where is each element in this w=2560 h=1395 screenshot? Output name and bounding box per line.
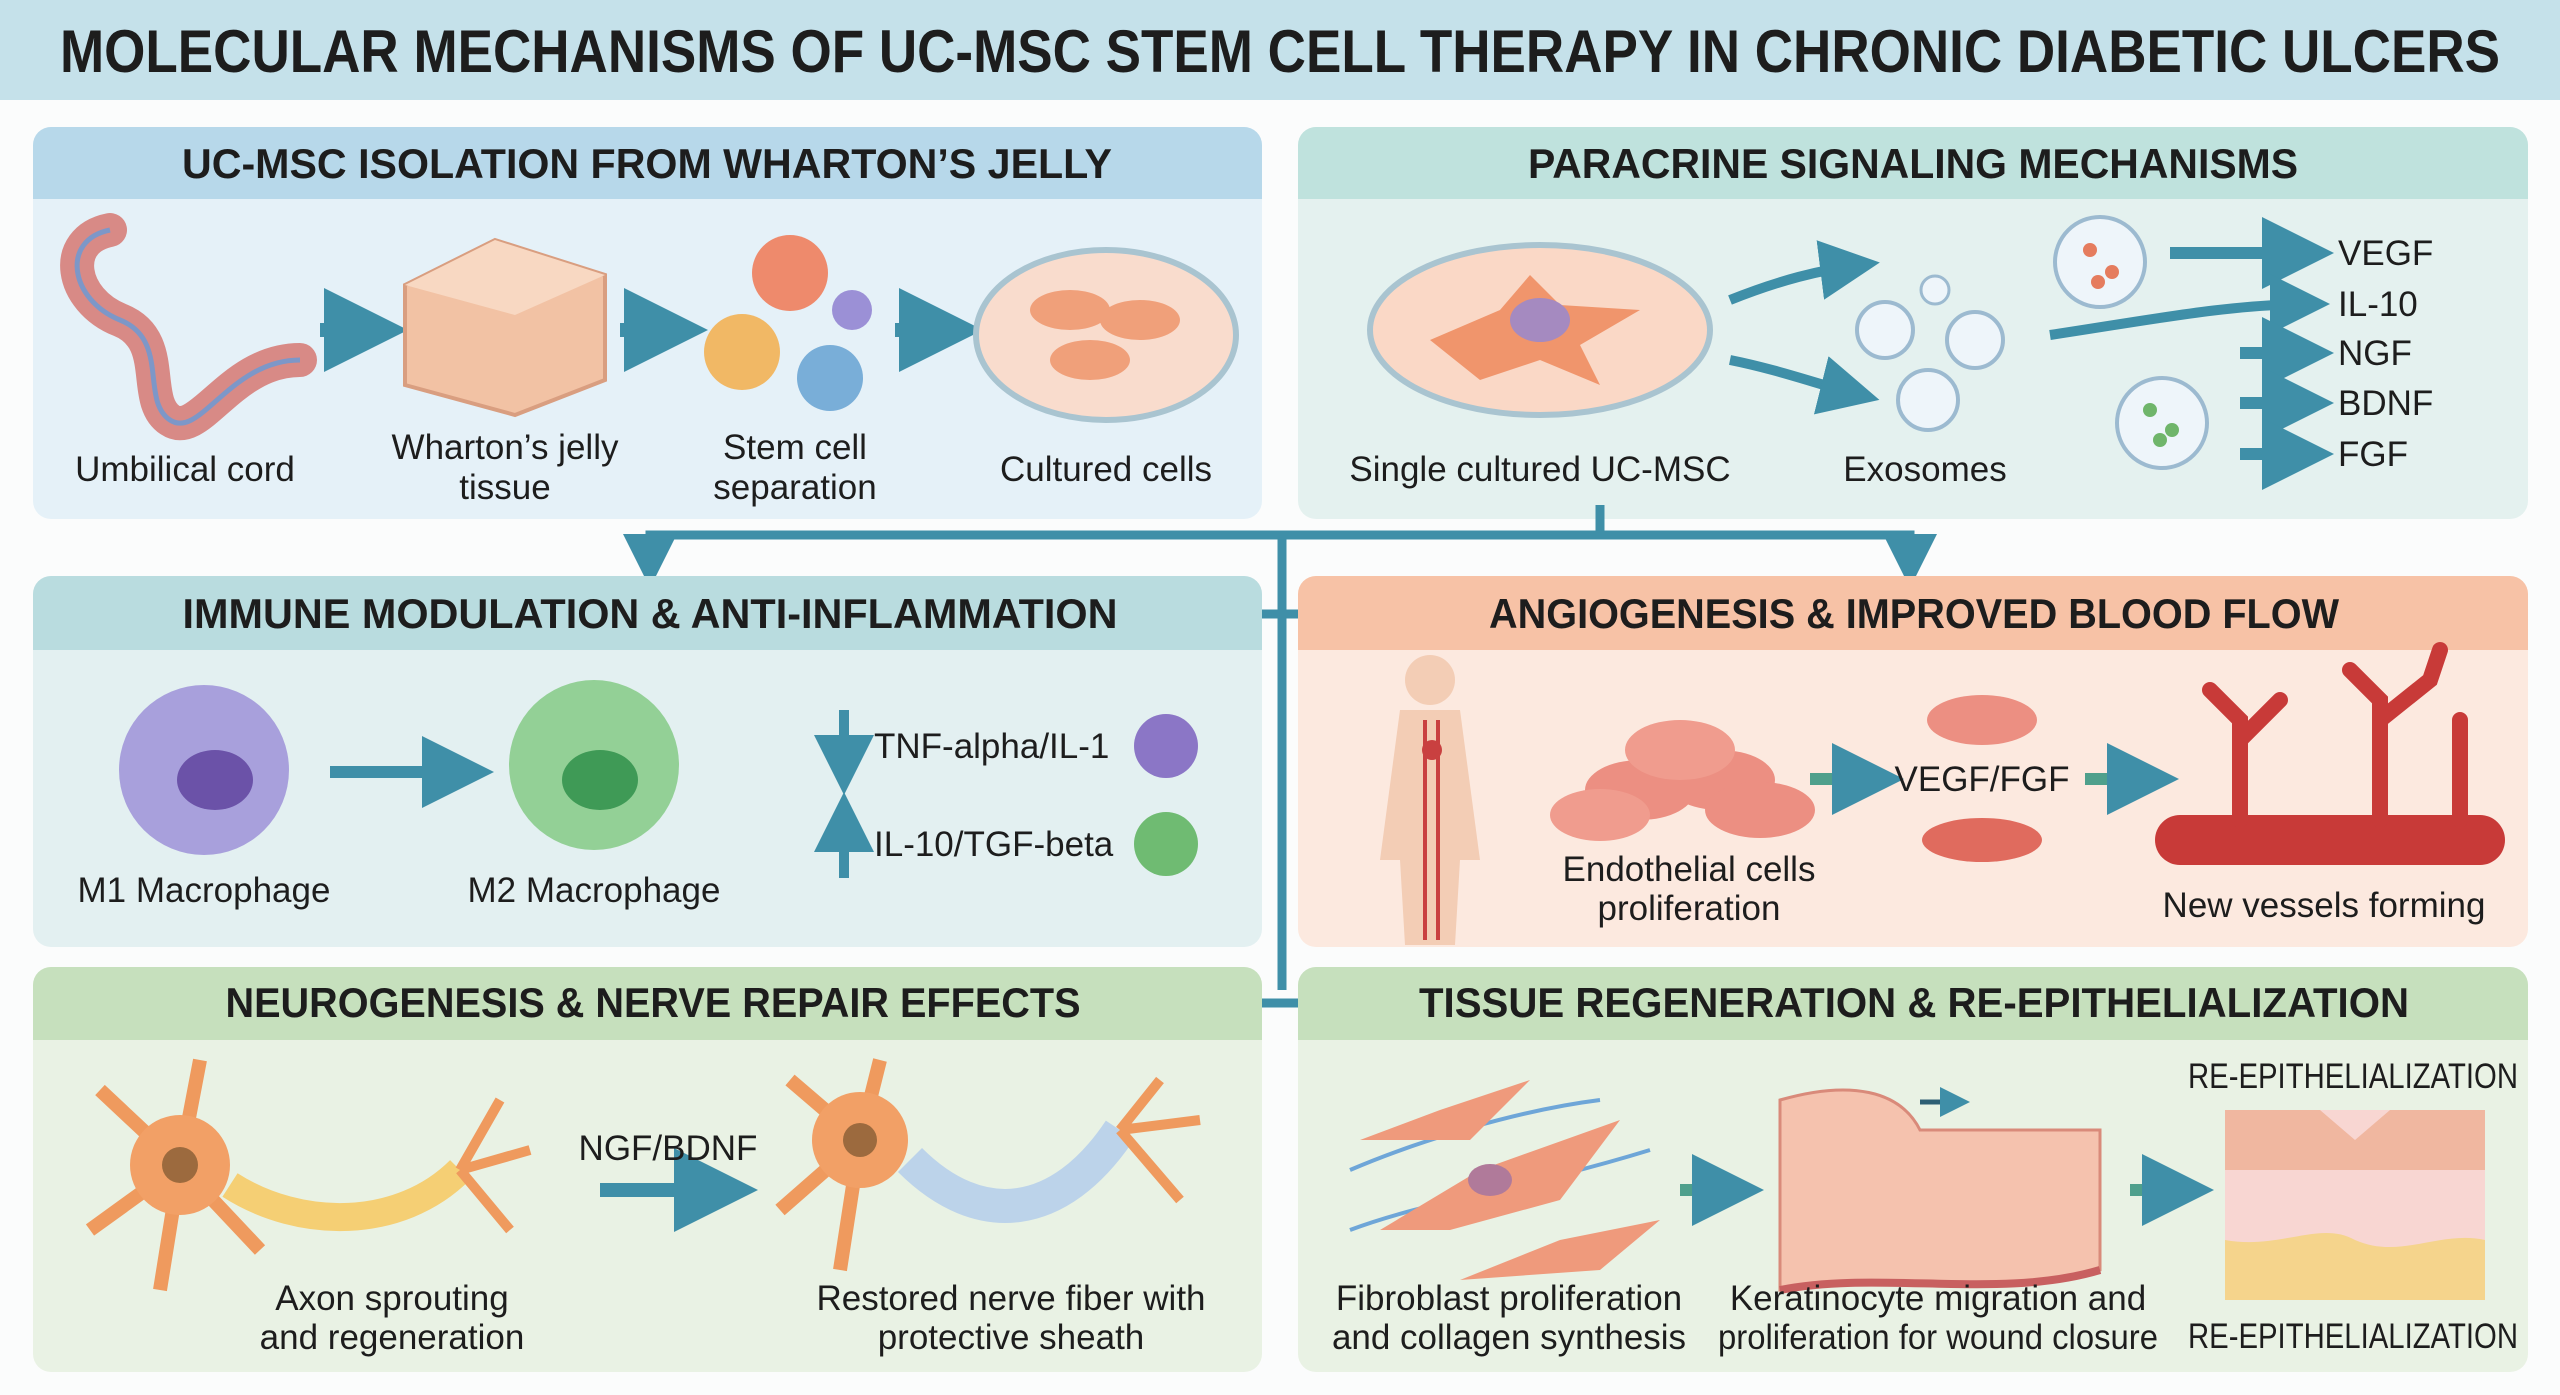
step-label: separation	[713, 468, 876, 507]
endothelial-cells-icon	[1550, 720, 1815, 841]
stem-cells-icon	[704, 235, 872, 411]
cell-icon	[1922, 818, 2042, 862]
exosomes-label: Exosomes	[1843, 450, 2006, 489]
fibroblasts-icon	[1349, 1080, 1660, 1280]
factor-ngf: NGF	[2338, 334, 2412, 373]
step-label: tissue	[459, 468, 550, 507]
sprouting-neuron-icon	[85, 1058, 532, 1292]
step-label: Umbilical cord	[75, 450, 295, 489]
vessels-label: New vessels forming	[2163, 886, 2486, 925]
keratinocyte-label: Keratinocyte migration and	[1730, 1279, 2146, 1318]
arrow-icon	[1729, 355, 1880, 415]
petri-dish-icon	[973, 247, 1239, 423]
step-label: Stem cell	[723, 428, 867, 467]
endothelial-label: Endothelial cells	[1563, 850, 1816, 889]
main-title: MOLECULAR MECHANISMS OF UC-MSC STEM CELL…	[60, 18, 2500, 85]
cell-label: Single cultured UC-MSC	[1349, 450, 1730, 489]
factor-label: VEGF/FGF	[1895, 760, 2070, 799]
restored-label: protective sheath	[878, 1318, 1145, 1357]
panel-paracrine: PARACRINE SIGNALING MECHANISMS VEGF IL-1	[1298, 127, 2528, 519]
m1-label: M1 Macrophage	[78, 871, 331, 910]
human-body-icon	[1380, 655, 1480, 945]
restored-neuron-icon	[775, 1058, 1201, 1272]
step-label: Cultured cells	[1000, 450, 1212, 489]
panel-isolation: UC-MSC ISOLATION FROM WHARTON’S JELLY Um…	[33, 127, 1262, 519]
umbilical-cord-icon	[60, 213, 317, 440]
m1-macrophage-icon	[119, 685, 289, 855]
panel-title: IMMUNE MODULATION & ANTI-INFLAMMATION	[183, 590, 1118, 637]
fibroblast-label: and collagen synthesis	[1332, 1318, 1686, 1357]
axon-label: and regeneration	[260, 1318, 525, 1357]
step-label: Wharton’s jelly	[392, 428, 619, 467]
panel-title: ANGIOGENESIS & IMPROVED BLOOD FLOW	[1489, 590, 2339, 637]
arrow-icon	[1728, 240, 1880, 305]
factor-arrows	[2049, 217, 2334, 490]
panel-neuro: NEUROGENESIS & NERVE REPAIR EFFECTS NGF/…	[33, 967, 1262, 1372]
factor-il10: IL-10	[2338, 285, 2418, 324]
factor-fgf: FGF	[2338, 435, 2408, 474]
panel-angiogenesis: ANGIOGENESIS & IMPROVED BLOOD FLOW VEGF/…	[1298, 576, 2528, 947]
cell-icon	[1927, 695, 2037, 745]
keratinocyte-label: proliferation for wound closure	[1718, 1318, 2158, 1357]
panel-title: NEUROGENESIS & NERVE REPAIR EFFECTS	[226, 979, 1081, 1026]
factor-vegf: VEGF	[2338, 234, 2433, 273]
fibroblast-label: Fibroblast proliferation	[1336, 1279, 1682, 1318]
factor-label: NGF/BDNF	[579, 1129, 758, 1168]
green-cell-icon	[1134, 812, 1198, 876]
keratinocytes-icon	[1778, 1087, 2102, 1294]
cultured-msc-dish-icon	[1367, 242, 1713, 418]
upregulated-label: IL-10/TGF-beta	[874, 825, 1114, 864]
blood-vessels-icon	[2155, 642, 2505, 865]
wharton-jelly-tissue-icon	[403, 237, 607, 418]
m2-label: M2 Macrophage	[468, 871, 721, 910]
reepithelialization-label: RE-EPITHELIALIZATION	[2188, 1057, 2518, 1096]
panel-immune: IMMUNE MODULATION & ANTI-INFLAMMATION TN…	[33, 576, 1262, 947]
axon-label: Axon sprouting	[275, 1279, 508, 1318]
panel-title: PARACRINE SIGNALING MECHANISMS	[1528, 140, 2298, 187]
panel-title: UC-MSC ISOLATION FROM WHARTON’S JELLY	[182, 140, 1112, 187]
skin-layers-icon	[2225, 1110, 2485, 1300]
title-bar: MOLECULAR MECHANISMS OF UC-MSC STEM CELL…	[0, 0, 2560, 100]
endothelial-label: proliferation	[1598, 889, 1781, 928]
reepithelialization-label: RE-EPITHELIALIZATION	[2188, 1317, 2518, 1356]
restored-label: Restored nerve fiber with	[816, 1279, 1205, 1318]
panel-title: TISSUE REGENERATION & RE-EPITHELIALIZATI…	[1419, 979, 2409, 1026]
exosomes-icon	[1855, 215, 2209, 470]
factor-bdnf: BDNF	[2338, 384, 2433, 423]
purple-cell-icon	[1134, 714, 1198, 778]
m2-macrophage-icon	[509, 680, 679, 850]
downregulated-label: TNF-alpha/IL-1	[874, 727, 1109, 766]
panel-tissue: TISSUE REGENERATION & RE-EPITHELIALIZATI…	[1298, 967, 2528, 1372]
